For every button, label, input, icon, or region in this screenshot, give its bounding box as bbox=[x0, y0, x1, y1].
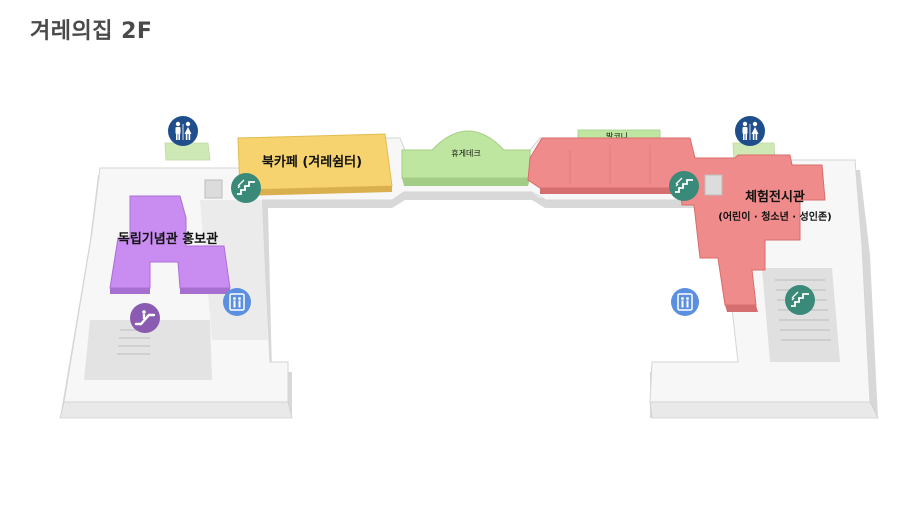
experience-hall-sublabel: (어린이 · 청소년 · 성인존) bbox=[718, 210, 831, 223]
page-title: 겨레의집 2F bbox=[30, 19, 153, 44]
rest-deck-label: 휴게데크 bbox=[451, 148, 480, 158]
experience-hall-label: 체험전시관 bbox=[745, 189, 805, 205]
balcony-label: 발코니 bbox=[606, 131, 628, 141]
elevator-icon[interactable] bbox=[223, 288, 251, 316]
stairs-icon[interactable] bbox=[231, 173, 261, 203]
building-base bbox=[59, 137, 879, 419]
zone-independence-hall[interactable]: 독립기념관 홍보관 bbox=[109, 195, 231, 294]
rest-deck-area bbox=[401, 130, 531, 179]
zone-rest-deck[interactable]: 휴게데크 bbox=[401, 130, 531, 186]
independence-hall-area bbox=[109, 195, 231, 289]
elevator-icon[interactable] bbox=[671, 288, 699, 316]
stairs-icon[interactable] bbox=[669, 171, 699, 201]
zone-book-cafe[interactable]: 북카페 (겨레쉼터) bbox=[237, 133, 393, 196]
book-cafe-label: 북카페 (겨레쉼터) bbox=[262, 154, 362, 170]
stairs-icon[interactable] bbox=[785, 285, 815, 315]
restroom-icon[interactable] bbox=[735, 116, 765, 146]
restroom-icon[interactable] bbox=[168, 116, 198, 146]
independence-hall-label: 독립기념관 홍보관 bbox=[118, 231, 218, 247]
escalator-icon[interactable] bbox=[130, 303, 160, 333]
